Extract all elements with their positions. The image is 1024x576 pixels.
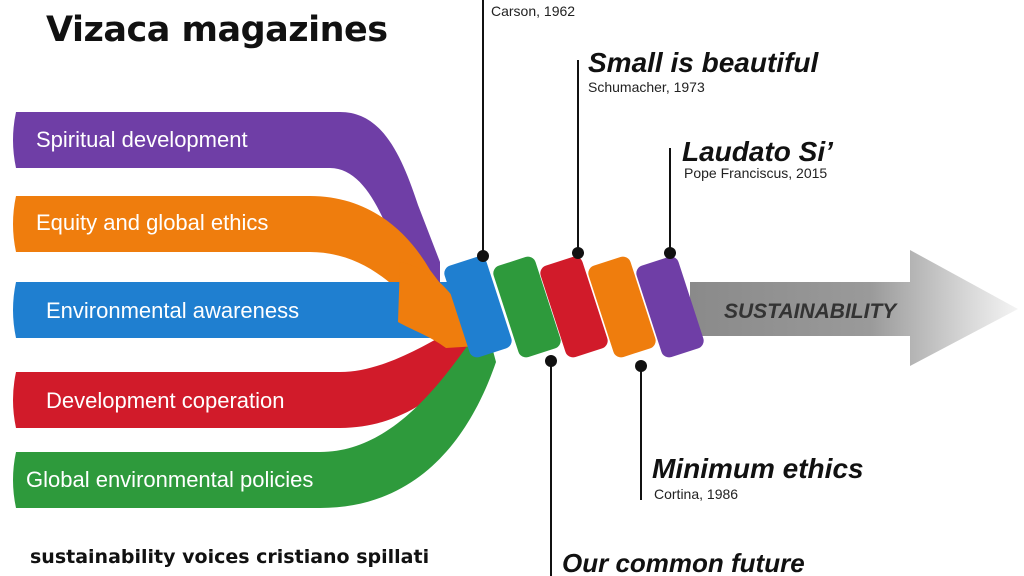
stream-development-coperation [13,318,484,428]
dot-laudato-si [664,247,676,259]
stream-spiritual-development [13,112,440,300]
band-orange [588,256,656,358]
stream-label-environmental: Environmental awareness [46,298,299,323]
stream-equity-global-ethics [13,196,470,352]
milestone-dots [477,247,676,372]
dot-common-future [545,355,557,367]
stream-label-development: Development coperation [46,388,284,413]
dot-carson [477,250,489,262]
band-red [540,256,608,358]
milestone-minimum-ethics-title: Minimum ethics [652,453,864,484]
milestone-carson-subtitle: Carson, 1962 [491,3,575,19]
dot-minimum-ethics [635,360,647,372]
stream-label-spiritual: Spiritual development [36,127,248,152]
stream-label-equity: Equity and global ethics [36,210,268,235]
sustainability-label: SUSTAINABILITY [724,300,898,323]
band-segments [444,256,704,358]
milestone-laudato-si-title: Laudato Si’ [682,136,834,167]
dot-small-beautiful [572,247,584,259]
stream-global-environmental-policies [13,332,496,508]
stream-equity-crossing [398,262,478,348]
site-title: Vizaca magazines [46,10,388,50]
caption: sustainability voices cristiano spillati [30,546,430,568]
milestone-small-beautiful-title: Small is beautiful [588,47,819,78]
milestone-laudato-si-subtitle: Pope Franciscus, 2015 [684,165,827,181]
milestone-connectors [482,0,671,576]
stream-environmental-awareness [13,282,472,338]
sustainability-arrow [690,250,1018,366]
band-purple [636,256,704,358]
band-blue [444,256,512,358]
stream-label-policies: Global environmental policies [26,467,313,492]
milestone-common-future-title: Our common future [562,548,805,576]
band-green [493,256,561,358]
milestone-minimum-ethics-subtitle: Cortina, 1986 [654,486,738,502]
milestone-small-beautiful-subtitle: Schumacher, 1973 [588,79,705,95]
